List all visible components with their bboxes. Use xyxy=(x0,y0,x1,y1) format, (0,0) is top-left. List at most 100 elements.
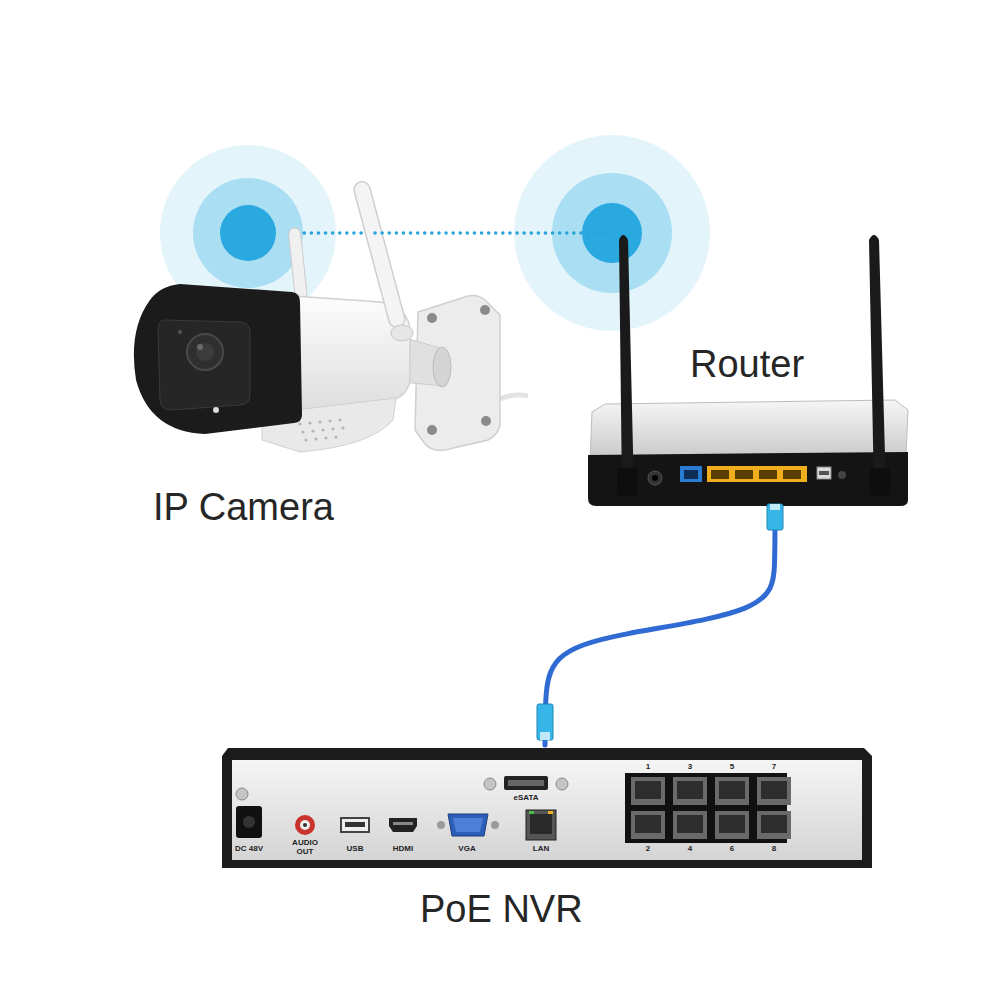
ip-camera-illustration xyxy=(288,227,307,300)
poe-nvr-illustration xyxy=(345,822,365,827)
poe-nvr-illustration xyxy=(556,778,568,790)
port-label: 3 xyxy=(682,763,698,772)
poe-nvr-illustration xyxy=(295,815,315,835)
ip-camera-illustration xyxy=(304,438,307,441)
ip-camera-illustration xyxy=(318,420,321,423)
wifi-signal xyxy=(600,231,612,235)
port-label: DC 48V xyxy=(229,845,269,854)
poe-nvr-illustration xyxy=(715,777,749,805)
poe-nvr-illustration xyxy=(453,818,483,832)
poe-nvr-illustration xyxy=(631,811,665,839)
poe-nvr-illustration xyxy=(303,823,307,827)
poe-nvr-illustration xyxy=(715,811,749,839)
ip-camera-illustration xyxy=(158,320,250,410)
poe-nvr-illustration xyxy=(631,777,665,805)
router-illustration xyxy=(838,471,846,479)
poe-nvr-illustration xyxy=(631,777,791,839)
poe-nvr-illustration xyxy=(529,811,534,814)
port-label: HDMI xyxy=(388,845,418,854)
ip-camera-illustration xyxy=(298,422,301,425)
label-holder: 8 xyxy=(766,845,782,854)
device-node: Router xyxy=(600,225,915,510)
poe-nvr-illustration xyxy=(761,781,787,799)
ip-camera-illustration xyxy=(321,428,324,431)
poe-nvr-illustration xyxy=(222,748,872,868)
ip-camera-illustration xyxy=(481,416,491,426)
poe-nvr-illustration xyxy=(635,781,661,799)
poe-nvr-illustration xyxy=(673,777,707,805)
port-label: 8 xyxy=(766,845,782,854)
ip-camera-illustration xyxy=(352,180,406,329)
poe-nvr-illustration xyxy=(484,778,496,790)
label-holder: eSATA xyxy=(506,794,546,803)
wifi-signal xyxy=(552,173,672,293)
ip-camera-illustration xyxy=(298,418,344,441)
label-holder: 3 xyxy=(682,763,698,772)
label-holder: 1 xyxy=(640,763,656,772)
router-illustration xyxy=(819,471,829,475)
poe-nvr-illustration xyxy=(491,821,499,829)
poe-nvr-illustration xyxy=(232,760,862,860)
poe-nvr-illustration xyxy=(448,814,488,836)
router-illustration xyxy=(590,400,908,460)
router-illustration xyxy=(759,470,777,479)
poe-nvr-illustration xyxy=(635,781,787,833)
poe-nvr-illustration xyxy=(757,777,791,805)
port-label: VGA xyxy=(452,845,482,854)
ip-camera-illustration xyxy=(311,429,314,432)
ip-camera-illustration xyxy=(301,430,304,433)
poe-nvr-illustration xyxy=(526,810,556,840)
poe-nvr-illustration xyxy=(530,814,552,834)
poe-nvr-illustration xyxy=(548,811,553,814)
port-label: LAN xyxy=(526,845,556,854)
router-illustration xyxy=(684,470,698,479)
device-label: IP Camera xyxy=(153,486,334,530)
wifi-signal xyxy=(514,135,710,331)
label-holder: 2 xyxy=(640,845,656,854)
ip-camera-illustration xyxy=(197,344,203,350)
port-label: AUDIO OUT xyxy=(290,839,320,857)
label-holder: USB xyxy=(340,845,370,854)
router-illustration xyxy=(707,466,807,482)
port-label: 5 xyxy=(724,763,740,772)
ip-camera-illustration xyxy=(433,347,451,387)
poe-nvr-illustration xyxy=(719,815,745,833)
router-illustration xyxy=(869,235,886,492)
poe-nvr-illustration xyxy=(757,811,791,839)
label-holder: LAN xyxy=(526,845,556,854)
label-holder: 7 xyxy=(766,763,782,772)
poe-nvr-illustration xyxy=(504,776,548,790)
rj45-plug xyxy=(540,732,550,740)
port-label: 1 xyxy=(640,763,656,772)
port-label: eSATA xyxy=(506,794,546,803)
poe-nvr-illustration xyxy=(389,818,417,832)
device-node: PoE NVR xyxy=(222,745,870,936)
device-label: Router xyxy=(690,343,804,387)
ip-camera-illustration xyxy=(324,436,327,439)
ip-camera-illustration xyxy=(338,418,341,421)
router-illustration xyxy=(680,466,702,482)
device-node: IP Camera xyxy=(140,175,375,535)
ip-camera-illustration xyxy=(308,421,311,424)
ip-camera-illustration xyxy=(213,407,219,413)
router-illustration xyxy=(588,452,908,506)
port-label: 6 xyxy=(724,845,740,854)
label-holder: HDMI xyxy=(388,845,418,854)
router-illustration xyxy=(619,235,634,492)
label-holder: DC 48V xyxy=(229,845,269,854)
rj45-plug xyxy=(537,704,553,740)
label-holder: 5 xyxy=(724,763,740,772)
wifi-signal xyxy=(193,178,303,288)
poe-nvr-illustration xyxy=(761,815,787,833)
ip-camera-illustration xyxy=(134,180,528,452)
ip-camera-illustration xyxy=(391,325,413,341)
label-holder: 6 xyxy=(724,845,740,854)
poe-nvr-illustration xyxy=(243,816,255,828)
wifi-signal xyxy=(220,205,276,261)
ip-camera-illustration xyxy=(314,437,317,440)
poe-nvr-illustration xyxy=(236,806,262,838)
poe-nvr-illustration xyxy=(508,780,544,786)
router-illustration xyxy=(711,470,729,479)
poe-nvr-illustration xyxy=(300,820,310,830)
